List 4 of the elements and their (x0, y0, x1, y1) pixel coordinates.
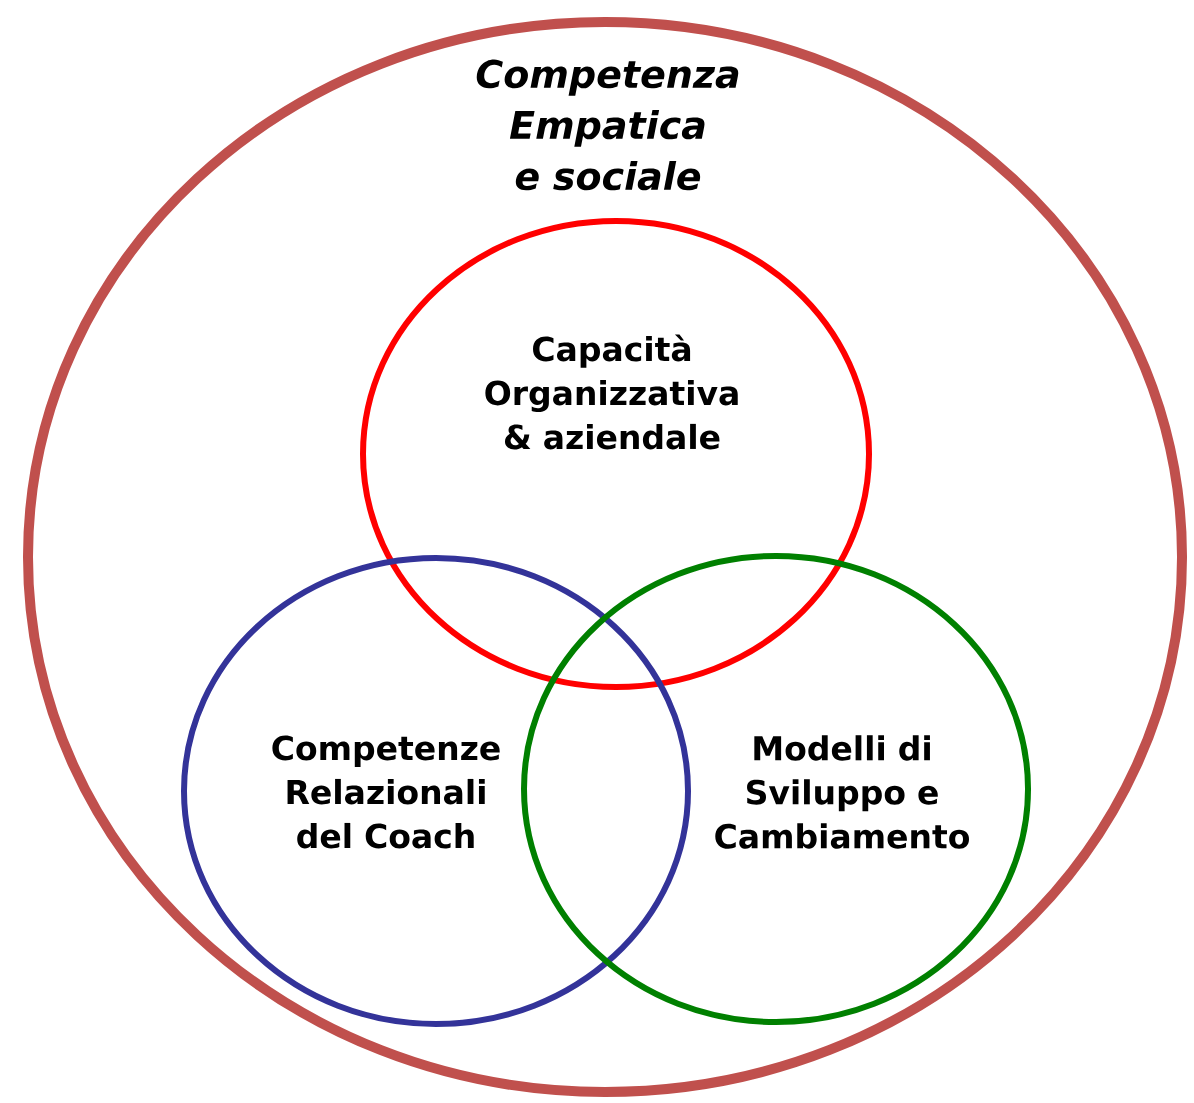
circle-label: Capacità Organizzativa & aziendale (485, 334, 738, 450)
circle-label: Modelli di Sviluppo e Cambiamento (715, 735, 969, 849)
circle-label: Competenza Empatica e sociale (476, 59, 739, 191)
circle-label: Competenze Relazionali del Coach (272, 735, 500, 849)
